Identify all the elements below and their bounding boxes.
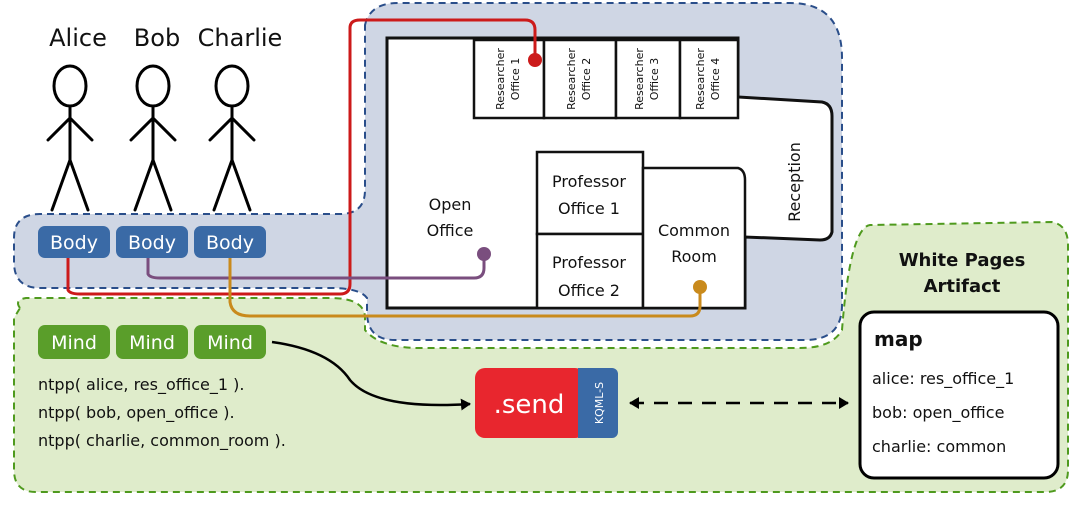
professor-office-1-label-b: Office 1 <box>558 199 620 218</box>
researcher-office-2 <box>542 38 618 120</box>
white-pages-entry-alice: alice: res_office_1 <box>872 369 1014 389</box>
bob-location-line <box>146 254 486 280</box>
bob-body-box <box>116 226 188 258</box>
body-boxes: Body Body Body <box>38 226 266 258</box>
researcher-office-3-label-b: Office 3 <box>648 58 661 101</box>
charlie-body-label: Body <box>206 232 254 254</box>
agent-name-charlie: Charlie <box>198 24 283 52</box>
send-red-panel <box>475 368 585 438</box>
mind-code-line-3: ntpp( charlie, common_room ). <box>38 431 286 451</box>
researcher-office-row <box>472 38 740 120</box>
alice-location-marker <box>528 53 542 67</box>
researcher-office-1-label-b: Office 1 <box>509 58 522 101</box>
researcher-office-2-label-a: Researcher <box>565 48 578 110</box>
environment-region <box>13 220 1069 493</box>
professor-office-1-label-a: Professor <box>552 172 626 191</box>
send-label: .send <box>494 390 565 420</box>
researcher-office-3-label-a: Researcher <box>633 48 646 110</box>
charlie-location-line <box>228 256 702 318</box>
send-protocol-label: KQML-S <box>593 382 606 424</box>
white-pages-entry-bob: bob: open_office <box>872 403 1004 423</box>
alice-mind-label: Mind <box>51 332 97 354</box>
reception-label: Reception <box>785 142 804 222</box>
white-pages-title-b: Artifact <box>924 276 1001 297</box>
professor-office-1-room <box>535 150 645 236</box>
bob-location-marker <box>477 247 491 261</box>
alice-stick-figure <box>46 64 94 212</box>
bob-body-label: Body <box>128 232 176 254</box>
researcher-office-2-label-b: Office 2 <box>580 58 593 101</box>
alice-body-label: Body <box>50 232 98 254</box>
mind-code-line-2: ntpp( bob, open_office ). <box>38 403 235 423</box>
researcher-office-4-label-a: Researcher <box>694 48 707 110</box>
researcher-office-3 <box>614 38 682 120</box>
white-pages-map-card <box>858 310 1060 480</box>
agent-name-bob: Bob <box>134 24 180 52</box>
mind-boxes: Mind Mind Mind <box>38 325 266 359</box>
mind-to-send-arrow <box>271 340 471 411</box>
agent-name-alice: Alice <box>49 24 107 52</box>
alice-location-line <box>66 18 537 296</box>
charlie-mind-label: Mind <box>207 332 253 354</box>
charlie-mind-box <box>194 325 266 359</box>
bob-mind-box <box>116 325 188 359</box>
researcher-office-4-label-b: Office 4 <box>709 58 722 101</box>
common-room-room <box>641 166 747 310</box>
alice-body-box <box>38 226 110 258</box>
mind-code-line-1: ntpp( alice, res_office_1 ). <box>38 375 244 395</box>
alice-mind-box <box>38 325 110 359</box>
professor-office-2-room <box>535 232 645 310</box>
researcher-office-4 <box>678 38 740 120</box>
charlie-body-box <box>194 226 266 258</box>
researcher-office-1-label-a: Researcher <box>494 48 507 110</box>
bob-stick-figure <box>129 64 177 212</box>
agent-figures <box>46 64 256 212</box>
white-pages-title-a: White Pages <box>899 250 1026 271</box>
charlie-location-marker <box>693 280 707 294</box>
white-pages-entry-charlie: charlie: common <box>872 437 1006 456</box>
professor-office-2-label-a: Professor <box>552 253 626 272</box>
charlie-stick-figure <box>208 64 256 212</box>
open-office-label-b: Office <box>427 221 474 240</box>
common-room-label-a: Common <box>658 221 730 240</box>
send-action-box: .send KQML-S <box>475 368 618 438</box>
bob-mind-label: Mind <box>129 332 175 354</box>
common-room-label-b: Room <box>671 247 717 266</box>
white-pages-map-title: map <box>874 327 923 351</box>
professor-office-2-label-b: Office 2 <box>558 281 620 300</box>
open-office-label-a: Open <box>429 195 472 214</box>
